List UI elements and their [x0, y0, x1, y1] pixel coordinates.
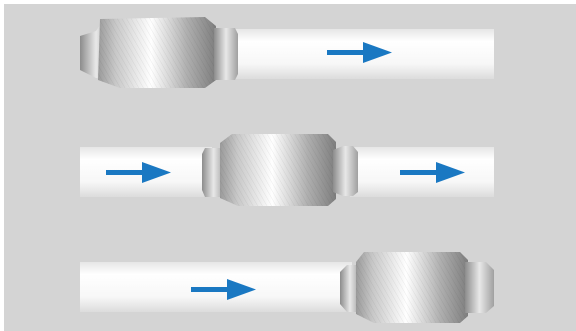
stage-row-3 — [80, 252, 494, 323]
stage-row-1 — [80, 17, 494, 88]
arrow-right-icon — [400, 162, 465, 183]
arrow-right-icon — [327, 42, 392, 63]
stage-row-2 — [80, 134, 494, 206]
arrow-right-icon — [106, 162, 171, 183]
fitting — [202, 134, 358, 206]
arrow-right-icon — [191, 279, 256, 300]
fitting — [80, 17, 238, 88]
fitting — [340, 252, 494, 323]
